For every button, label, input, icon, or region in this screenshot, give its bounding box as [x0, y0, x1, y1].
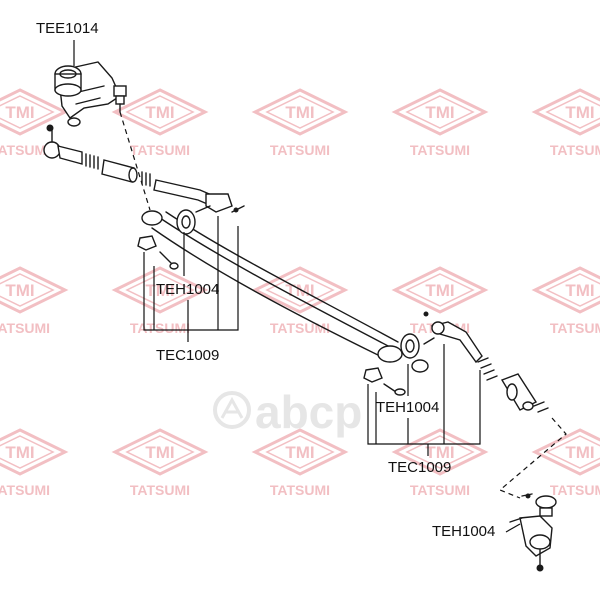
watermark-name: TATSUMI [130, 482, 190, 498]
watermark-tile: TMI TATSUMI [533, 88, 600, 158]
watermark-brand: TMI [425, 281, 454, 300]
watermark-brand: TMI [565, 103, 594, 122]
watermark-brand: TMI [5, 103, 34, 122]
watermark-name: TATSUMI [0, 482, 50, 498]
abcp-overlay-text: abcp [255, 386, 362, 438]
left-tie-rod-assembly [43, 124, 245, 213]
callout-center-link-lower: TEC1009 [388, 459, 451, 476]
watermark-tile: TMI TATSUMI [253, 428, 347, 498]
leader-lines [73, 40, 521, 533]
callout-tie-rod-end-lower: TEH1004 [432, 523, 495, 540]
right-tie-rod-assembly [423, 311, 567, 572]
watermark-tile: TMI TATSUMI [393, 428, 487, 498]
watermark-brand: TMI [145, 281, 174, 300]
watermark-brand: TMI [145, 443, 174, 462]
watermark-tile: TMI TATSUMI [533, 428, 600, 498]
watermark-name: TATSUMI [0, 142, 50, 158]
watermark-brand: TMI [565, 443, 594, 462]
watermark-tile: TMI TATSUMI [393, 88, 487, 158]
watermark-tile: TMI TATSUMI [113, 266, 207, 336]
watermark-name: TATSUMI [410, 142, 470, 158]
watermark-brand: TMI [285, 443, 314, 462]
watermark-name: TATSUMI [550, 482, 600, 498]
watermark-brand: TMI [565, 281, 594, 300]
callout-tie-rod-end-upper: TEH1004 [156, 281, 219, 298]
watermark-name: TATSUMI [270, 482, 330, 498]
watermark-brand: TMI [425, 443, 454, 462]
watermark-brand: TMI [285, 103, 314, 122]
watermark-name: TATSUMI [130, 320, 190, 336]
watermark-name: TATSUMI [410, 482, 470, 498]
callout-center-link-upper: TEC1009 [156, 347, 219, 364]
watermark-name: TATSUMI [270, 142, 330, 158]
watermark-brand: TMI [145, 103, 174, 122]
watermark-name: TATSUMI [270, 320, 330, 336]
watermark-name: TATSUMI [550, 320, 600, 336]
watermark-brand: TMI [5, 443, 34, 462]
watermark-brand: TMI [5, 281, 34, 300]
abcp-overlay-logo: abcp [213, 386, 362, 438]
watermark-tile: TMI TATSUMI [113, 88, 207, 158]
watermark-name: TATSUMI [130, 142, 190, 158]
idler-arm-assembly [54, 61, 151, 211]
watermark-tile: TMI TATSUMI [0, 428, 67, 498]
watermark-tile: TMI TATSUMI [533, 266, 600, 336]
callout-tie-rod-end-middle: TEH1004 [376, 399, 439, 416]
callout-idler-arm: TEE1014 [36, 20, 99, 37]
center-link [137, 209, 429, 396]
watermark-tile: TMI TATSUMI [113, 428, 207, 498]
watermark-tile: TMI TATSUMI [0, 266, 67, 336]
watermark-name: TATSUMI [550, 142, 600, 158]
watermark-tile: TMI TATSUMI [0, 88, 67, 158]
watermark-name: TATSUMI [0, 320, 50, 336]
watermark-brand: TMI [425, 103, 454, 122]
watermark-tile: TMI TATSUMI [253, 88, 347, 158]
